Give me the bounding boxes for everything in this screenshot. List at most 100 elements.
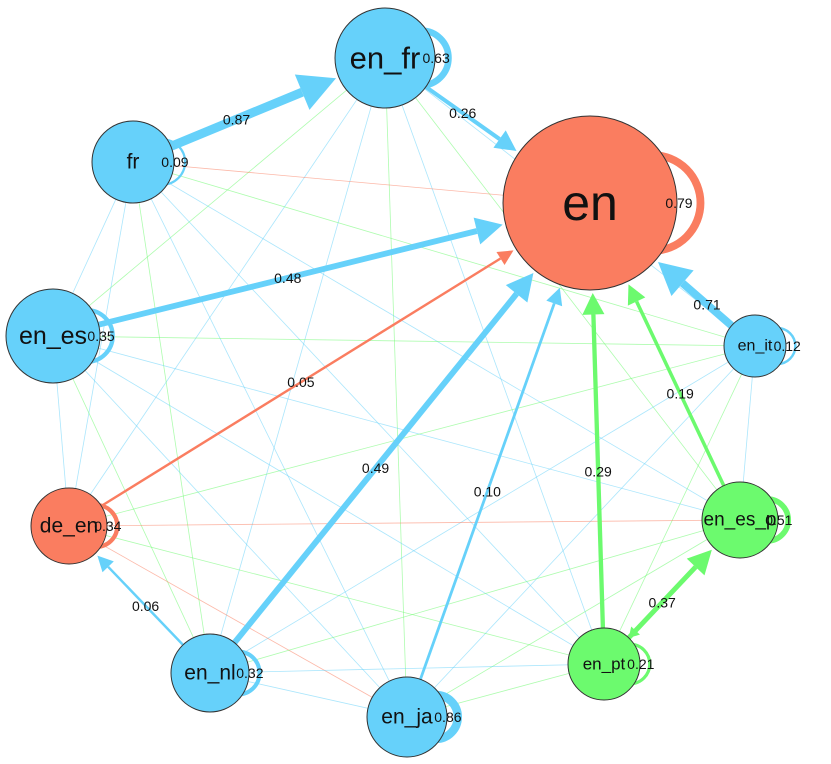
edge-en_ja-to-en [419,287,563,680]
node-label: en [562,175,618,231]
edge-weight-label: 0.37 [649,594,676,610]
node-circle [5,288,101,384]
node-circle [91,120,175,204]
node-en: en [502,115,678,291]
node-circle [701,481,779,559]
node-label: fr [127,151,140,174]
faint-edge [384,57,408,718]
node-circle [30,487,108,565]
arrowhead [496,250,514,266]
edge-line [232,291,519,645]
arrowhead [628,626,640,638]
arrowhead [686,549,712,576]
edge-weight-label: 0.06 [132,598,159,614]
weighted-edges [97,74,735,680]
edge-line [591,314,606,629]
loop-weight-label: 0.86 [434,709,461,725]
arrowhead [493,130,517,152]
faint-edge [603,345,756,665]
edge-de_en-to-en [100,250,514,507]
node-en_ja: en_ja [366,676,448,758]
loop-weight-label: 0.21 [627,656,654,672]
edge-weight-label: 0.19 [667,386,694,402]
node-circle [170,633,250,713]
faint-edge [406,345,756,718]
faint-edge [132,161,408,718]
faint-edge [406,519,741,718]
edge-en_nl-to-en [232,272,534,645]
node-en_es_pt: en_es_p [701,481,779,559]
loop-weight-label: 0.51 [765,512,792,528]
loop-weight-label: 0.35 [87,328,114,344]
node-circle [502,115,678,291]
node-circle [567,627,641,701]
edge-en_it-to-en [658,261,735,329]
faint-edge [52,335,211,674]
edge-line [626,565,698,640]
node-en_es: en_es [5,288,101,384]
edge-en_pt-to-en_es_pt [626,549,712,640]
faint-edge [52,335,756,347]
faint-edge [209,519,741,674]
edge-weight-label: 0.10 [474,483,501,499]
loop-weight-label: 0.32 [236,665,263,681]
node-en_pt: en_pt [567,627,641,701]
edge-fr-to-en_fr [169,74,337,151]
arrowhead [505,272,534,303]
arrowhead [658,261,694,297]
faint-edge [132,161,211,674]
edge-line [424,85,501,141]
edge-line [97,228,478,328]
node-circle [723,314,787,378]
node-label: de_en [40,515,98,538]
faint-edge [132,161,605,665]
faint-edge [132,161,756,347]
edge-weight-label: 0.05 [287,374,314,390]
faint-edge [68,525,408,718]
edge-en_pt-to-en [582,292,606,629]
edge-line [100,257,502,507]
node-en_fr: en_fr [334,7,436,109]
faint-edge [68,519,741,527]
arrowhead [627,284,646,306]
node-circle [334,7,436,109]
node-circle [366,676,448,758]
edge-line [419,302,556,680]
arrowhead [582,292,605,315]
faint-edge [68,345,756,527]
node-label: en_pt [583,655,626,674]
node-en_nl: en_nl [170,633,250,713]
arrowhead [97,555,114,573]
node-label: en_nl [184,662,235,685]
loop-weight-label: 0.34 [94,518,121,534]
node-label: en_fr [350,41,421,76]
faint-edge [384,57,605,665]
faint-edge [209,663,605,674]
edge-en_es-to-en [97,217,503,328]
edge-en_es_pt-to-en [627,284,726,487]
loop-weight-label: 0.79 [665,195,692,211]
faint-edge [132,161,741,521]
faint-edge [68,525,605,665]
arrowhead [473,217,503,245]
faint-edge [52,335,408,718]
node-fr: fr [91,120,175,204]
arrowhead [294,74,337,110]
edge-weight-label: 0.48 [274,270,301,286]
edge-weight-label: 0.49 [362,460,389,476]
node-label: en_es [19,322,87,350]
edge-weight-label: 0.71 [693,296,720,312]
edge-en_nl-to-de_en [97,555,184,646]
node-label: en_ja [381,706,433,729]
faint-edge [209,345,756,674]
node-label: en_it [738,338,773,355]
loop-weight-label: 0.12 [774,338,801,354]
edge-weight-label: 0.29 [585,463,612,479]
edge-line [680,280,735,329]
faint-edge [52,57,386,337]
edge-weight-label: 0.87 [223,111,250,127]
arrowhead [546,287,563,307]
